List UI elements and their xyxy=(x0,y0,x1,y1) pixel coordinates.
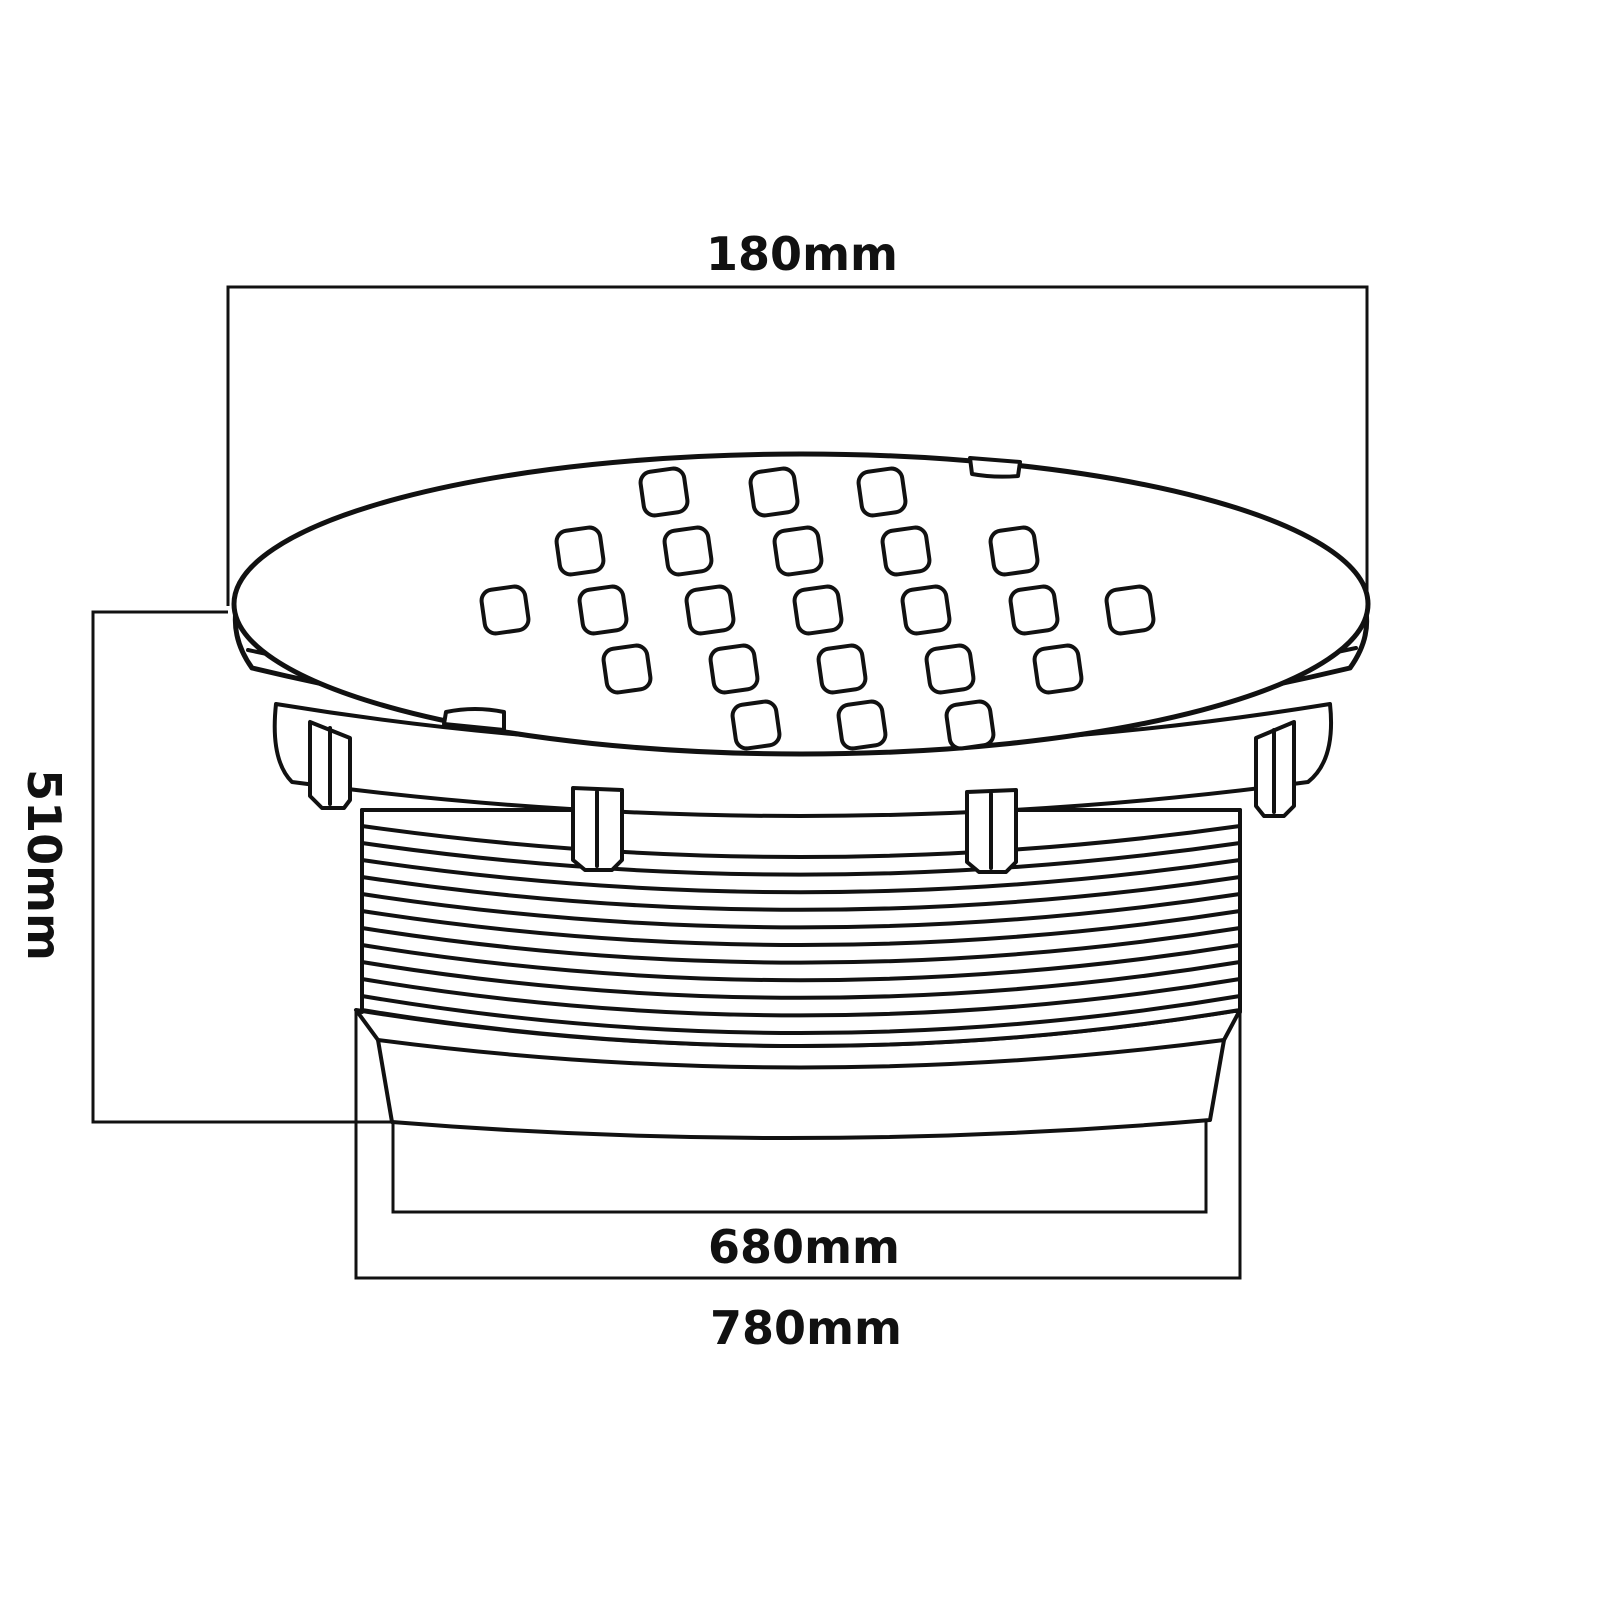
height-label: 510mm xyxy=(17,769,71,961)
support-ring xyxy=(272,702,1334,874)
thread-line xyxy=(360,875,1242,912)
grate-hole xyxy=(638,466,690,518)
thread-line xyxy=(360,960,1242,1000)
thread-line xyxy=(360,909,1242,947)
thread-line xyxy=(360,977,1242,1018)
inner-bottom-width-dimension-line xyxy=(391,1120,1208,1214)
grate-hole xyxy=(880,525,932,577)
grate-notch-top xyxy=(968,456,1022,479)
outer-bottom-width-label: 780mm xyxy=(710,1301,902,1355)
grate-hole xyxy=(684,584,736,636)
grate-hole xyxy=(479,584,531,636)
top-width-label: 180mm xyxy=(706,227,898,281)
grate-notch-bottom xyxy=(442,707,506,732)
thread-line xyxy=(360,994,1242,1035)
grate-hole xyxy=(772,525,824,577)
grate-hole xyxy=(1104,584,1156,636)
grate-plate xyxy=(231,451,1371,757)
inner-bottom-width-dimension: 680mm xyxy=(391,1120,1208,1274)
grate-hole xyxy=(836,699,888,751)
outer-bottom-width-dimension: 780mm xyxy=(354,1010,1242,1355)
thread-lines xyxy=(360,824,1242,1035)
grate-hole xyxy=(554,525,606,577)
grate-hole xyxy=(1008,584,1060,636)
grate-hole xyxy=(792,584,844,636)
grate-holes xyxy=(479,466,1156,751)
top-width-dimension-line xyxy=(226,285,1369,606)
threaded-body xyxy=(360,808,1242,1048)
thread-line xyxy=(360,926,1242,965)
grate-hole xyxy=(900,584,952,636)
grate-hole xyxy=(856,466,908,518)
grate-hole xyxy=(924,643,976,695)
grate-hole xyxy=(944,699,996,751)
thread-line xyxy=(360,824,1242,859)
outer-bottom-width-dimension-line xyxy=(354,1010,1242,1280)
grate-hole xyxy=(816,643,868,695)
thread-line xyxy=(360,943,1242,983)
grate-hole xyxy=(730,699,782,751)
top-width-dimension: 180mm xyxy=(226,227,1369,606)
grate-hole xyxy=(577,584,629,636)
grate-hole xyxy=(1032,643,1084,695)
height-dimension-line xyxy=(91,610,392,1124)
height-dimension: 510mm xyxy=(17,610,392,1124)
thread-line xyxy=(360,841,1242,877)
grate-hole xyxy=(988,525,1040,577)
thread-line xyxy=(360,892,1242,930)
thread-line xyxy=(360,858,1242,895)
grate-hole xyxy=(662,525,714,577)
grate-hole xyxy=(748,466,800,518)
grate-hole xyxy=(708,643,760,695)
inner-bottom-width-label: 680mm xyxy=(708,1220,900,1274)
grate-hole xyxy=(601,643,653,695)
